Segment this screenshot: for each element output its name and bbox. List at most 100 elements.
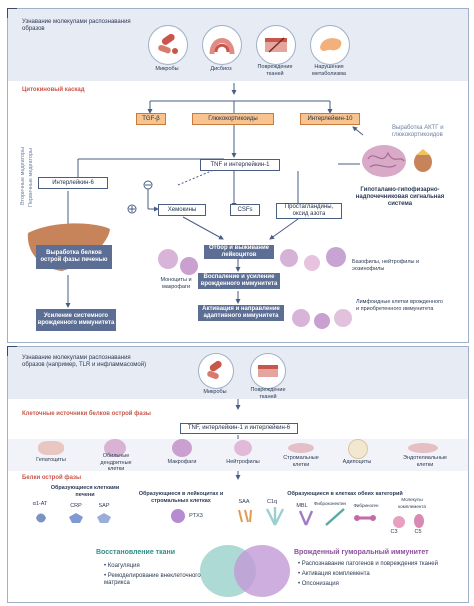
- tissue-damage-icon: [256, 25, 296, 65]
- secondary-mediators-label: Вторичные медиаторы: [20, 146, 26, 205]
- lymphoid-cell-1: [292, 309, 310, 327]
- cell-label-1: Обильные дендритные клетки: [100, 453, 132, 472]
- adrenal-icon: [412, 147, 434, 173]
- g1-item-2: SAP: [98, 503, 110, 509]
- cell-label-4: Стромальные клетки: [283, 455, 319, 468]
- cytokines-box: TNF, интерлейкин-1 и интерлейкин-6: [180, 423, 298, 434]
- repair-item-0: • Коагуляция: [104, 563, 140, 569]
- lymphoid-cell-2: [314, 313, 330, 329]
- macrophage-cell-b: [172, 439, 192, 457]
- fibronectin-icon: [324, 507, 346, 532]
- tnf-il1-box: TNF и интерлейкин-1: [200, 159, 280, 171]
- neutrophil-cell: [304, 255, 320, 271]
- proteins-title: Белки острой фазы: [22, 475, 82, 481]
- acth-note: Выработка АКТГ и глюкокортикоидов: [392, 125, 444, 138]
- primary-mediators-label: Первичные медиаторы: [28, 148, 34, 207]
- endothelial-cell: [408, 443, 438, 453]
- cell-label-0: Гепатоциты: [36, 457, 66, 463]
- panel-a-connectors: [65, 83, 364, 308]
- g1-item-1: CRP: [70, 503, 82, 509]
- g3-item-7: C5: [414, 529, 422, 535]
- cell-label-5: Адипоциты: [342, 459, 372, 465]
- neutrophil-cell-b: [234, 440, 252, 456]
- metabolism-icon: [310, 25, 350, 65]
- hepatocyte-cell: [38, 441, 64, 455]
- dysbiosis-icon: [202, 25, 242, 65]
- trigger-b-0: Микробы: [203, 389, 227, 395]
- brain-icon: [360, 141, 412, 181]
- c5-icon: [412, 513, 426, 534]
- glucocorticoids-box: Глюкокортикоиды: [192, 113, 274, 125]
- g3-item-5: Молекулы комплемента: [398, 497, 426, 509]
- tgf-beta-box: TGF-β: [136, 113, 166, 125]
- humoral-item-1: • Активация комплемента: [298, 571, 370, 577]
- chemokines-box: Хемокины: [158, 204, 206, 216]
- basophils-label: Базофилы, нейтрофилы и эозинофилы: [352, 259, 420, 272]
- ptx3-icon: [168, 507, 188, 530]
- saa-icon: [236, 507, 254, 530]
- lymphoid-label: Лимфоидные клетки врожденного и приобрет…: [356, 299, 443, 312]
- recognition-title: Узнавание молекулами распознавания образ…: [22, 19, 131, 32]
- basophil-cell: [280, 249, 298, 267]
- repair-title: Восстановление ткани: [96, 549, 176, 556]
- sap-icon: [96, 511, 112, 529]
- g3-item-6: C3: [390, 529, 398, 535]
- alpha1at-icon: [34, 511, 48, 529]
- prostaglandins-box: Простагландины, оксид азота: [276, 203, 342, 219]
- g3-item-2: MBL: [296, 503, 308, 509]
- selection-box: Отбор и выживание лейкоцитов: [204, 245, 274, 259]
- adipocyte-cell: [348, 439, 368, 459]
- lymphoid-cell-3: [334, 309, 352, 327]
- c1q-icon: [262, 505, 288, 532]
- eosinophil-cell: [326, 247, 346, 267]
- tissue-damage-icon-b: [250, 353, 286, 389]
- csfs-box: CSFs: [230, 204, 260, 216]
- crp-icon: [68, 511, 84, 529]
- il10-box: Интерлейкин-10: [300, 113, 360, 125]
- trigger-label-2: Повреждение тканей: [257, 64, 293, 77]
- microbes-icon: [148, 25, 188, 65]
- stromal-cell: [288, 443, 314, 453]
- cytokine-cascade-title: Цитокиновый каскад: [22, 87, 85, 93]
- il6-box: Интерлейкин-6: [38, 177, 108, 189]
- macrophage-cell: [180, 257, 198, 275]
- g3-item-4: Фибриноген: [353, 503, 379, 508]
- group2-title: Образующиеся в лейкоцитах и стромальных …: [138, 491, 224, 504]
- g1-item-0: α1-AT: [32, 501, 48, 507]
- mbl-icon: [296, 507, 316, 532]
- g3-item-3: Фиброконектин: [313, 501, 347, 506]
- humoral-item-0: • Распознавание патогенов и повреждения …: [298, 561, 438, 567]
- hpa-label: Гипоталамо-гипофизарно-надпочечниковая с…: [355, 187, 445, 207]
- cell-label-6: Эндотелиальные клетки: [403, 455, 447, 468]
- group1-title: Образующиеся клетками печени: [50, 485, 120, 498]
- trigger-label-0: Микробы: [155, 66, 179, 72]
- cell-label-3: Нейтрофилы: [226, 459, 260, 465]
- repair-item-1: • Ремоделирование внеклеточного матрикса: [104, 573, 201, 586]
- systemic-box: Усиление системного врожденного иммуните…: [36, 309, 116, 331]
- recognition-title-b: Узнавание молекулами распознавания образ…: [22, 355, 147, 368]
- c3-icon: [392, 515, 406, 534]
- g2-item-0: PTX3: [189, 513, 203, 519]
- group3-title: Образующиеся в клетках обеих категорий: [287, 491, 403, 497]
- panel-b: B Узнавание молекулами распознавания обр…: [7, 346, 469, 603]
- innate-up-box: Воспаление и усиление врожденного иммуни…: [198, 273, 280, 289]
- trigger-b-1: Повреждение тканей: [250, 387, 286, 400]
- monocytes-label: Моноциты и макрофаги: [160, 277, 192, 290]
- microbes-icon-b: [198, 353, 234, 389]
- cell-label-2: Макрофаги: [167, 459, 197, 465]
- dendritic-cell: [104, 439, 126, 457]
- trigger-label-3: Нарушения метаболизма: [312, 64, 346, 77]
- fibrinogen-icon: [354, 511, 376, 530]
- adaptive-box: Активация и направление адаптивного имму…: [198, 305, 284, 321]
- g3-item-0: SAA: [238, 499, 250, 505]
- cell-sources-title: Клеточные источники белков острой фазы: [22, 411, 151, 417]
- humoral-circle: [234, 545, 290, 597]
- trigger-label-1: Дисбиоз: [210, 66, 232, 72]
- recognition-band-b: [8, 347, 468, 399]
- monocyte-cell: [158, 249, 178, 269]
- g3-item-1: C1q: [266, 499, 278, 505]
- liver-proteins-box: Выработка белков острой фазы печенью: [36, 245, 112, 269]
- panel-a: A Узнавание молекулами распознавания обр…: [7, 8, 469, 343]
- humoral-title: Врожденный гуморальный иммунитет: [294, 549, 429, 556]
- humoral-item-2: • Опсонизация: [298, 581, 339, 587]
